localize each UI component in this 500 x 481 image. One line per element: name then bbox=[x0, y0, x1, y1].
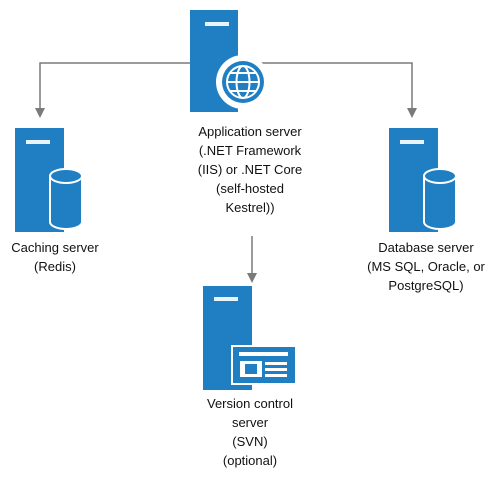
caching-server-label-line-1: Caching server bbox=[11, 240, 99, 255]
application-server-label-line-1: Application server bbox=[198, 124, 302, 139]
database-server-label-line-1: Database server bbox=[378, 240, 474, 255]
application-server-label: Application server (.NET Framework (IIS)… bbox=[160, 122, 340, 217]
version-control-server-label: Version control server (SVN) (optional) bbox=[180, 394, 320, 470]
server-globe-icon bbox=[190, 10, 270, 112]
server-card-icon bbox=[203, 286, 297, 390]
database-server-label: Database server (MS SQL, Oracle, or Post… bbox=[352, 238, 500, 295]
application-server-label-line-5: Kestrel)) bbox=[225, 200, 275, 215]
version-control-server-label-line-1: Version control bbox=[207, 396, 293, 411]
application-server-label-line-4: (self-hosted bbox=[216, 181, 284, 196]
version-control-server-label-line-3: (SVN) bbox=[232, 434, 268, 449]
caching-server-label: Caching server (Redis) bbox=[0, 238, 110, 276]
version-control-server-label-line-4: (optional) bbox=[222, 453, 278, 468]
database-server-label-line-3: PostgreSQL) bbox=[388, 278, 464, 293]
connector-app-to-cache bbox=[35, 62, 190, 118]
connectors bbox=[35, 62, 417, 283]
connector-app-to-database bbox=[252, 62, 417, 118]
caching-server-label-line-2: (Redis) bbox=[34, 259, 76, 274]
application-server-label-line-3: (IIS) or .NET Core bbox=[197, 162, 303, 177]
database-server-label-line-2: (MS SQL, Oracle, or bbox=[367, 259, 485, 274]
server-database-icon bbox=[15, 128, 83, 232]
application-server-label-line-2: (.NET Framework bbox=[198, 143, 302, 158]
version-control-server-label-line-2: server bbox=[231, 415, 269, 430]
server-database-icon bbox=[389, 128, 457, 232]
